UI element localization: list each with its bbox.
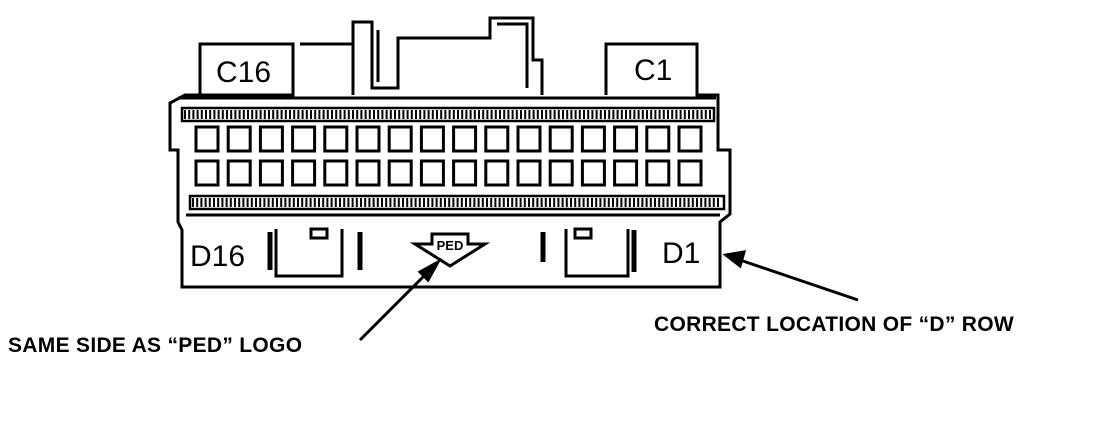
pin-cavity: [194, 125, 220, 153]
label-d16: D16: [190, 240, 245, 273]
pin-cavity: [548, 159, 574, 187]
d-row-area: [186, 213, 720, 278]
callout-arrows: [358, 250, 859, 342]
pin-cavity: [226, 125, 252, 153]
right-window: [564, 229, 630, 278]
right-arrow-line: [739, 258, 859, 302]
pin-cavity: [419, 125, 445, 153]
pin-cavity: [580, 159, 606, 187]
pin-cavity: [677, 125, 703, 153]
right-arrowhead: [722, 250, 747, 269]
pin-cavity: [419, 159, 445, 187]
pin-cavities: [194, 125, 703, 187]
right-window-tab: [573, 227, 593, 240]
pin-cavity: [645, 125, 671, 153]
pin-cavity: [387, 159, 413, 187]
center-latch: [351, 16, 544, 95]
ped-logo-text: PED: [437, 238, 464, 253]
latch-inner: [376, 22, 529, 88]
rib-strips: [180, 106, 726, 211]
pin-cavity: [323, 125, 349, 153]
pin-cavity: [291, 125, 317, 153]
left-window-tab: [309, 227, 329, 240]
pin-cavity: [548, 125, 574, 153]
pin-cavity: [580, 125, 606, 153]
pin-cavity: [613, 125, 639, 153]
pin-cavity: [452, 125, 478, 153]
pin-cavity: [387, 125, 413, 153]
left-window: [274, 229, 344, 278]
pin-cavity: [516, 159, 542, 187]
pin-cavity: [258, 159, 284, 187]
pin-cavity: [355, 159, 381, 187]
pin-cavity: [677, 159, 703, 187]
label-d1: D1: [662, 237, 700, 270]
label-c1: C1: [634, 54, 672, 87]
pin-cavity: [484, 159, 510, 187]
pin-cavity: [645, 159, 671, 187]
housing-outline: [168, 42, 732, 289]
connector-body: [168, 16, 732, 289]
pin-cavity: [516, 125, 542, 153]
callout-right-text: CORRECT LOCATION OF “D” ROW: [654, 313, 1014, 336]
pin-cavity: [323, 159, 349, 187]
label-c16: C16: [216, 56, 271, 89]
callout-left-text: SAME SIDE AS “PED” LOGO: [8, 334, 302, 357]
left-arrowhead: [417, 258, 442, 283]
pin-cavity: [613, 159, 639, 187]
pin-cavity: [226, 159, 252, 187]
pin-cavity: [355, 125, 381, 153]
pin-cavity: [484, 125, 510, 153]
pin-cavity: [452, 159, 478, 187]
pin-cavity: [194, 159, 220, 187]
left-arrow-line: [358, 270, 430, 342]
ped-logo: PED: [409, 232, 491, 268]
pin-cavity: [258, 125, 284, 153]
pin-cavity: [291, 159, 317, 187]
